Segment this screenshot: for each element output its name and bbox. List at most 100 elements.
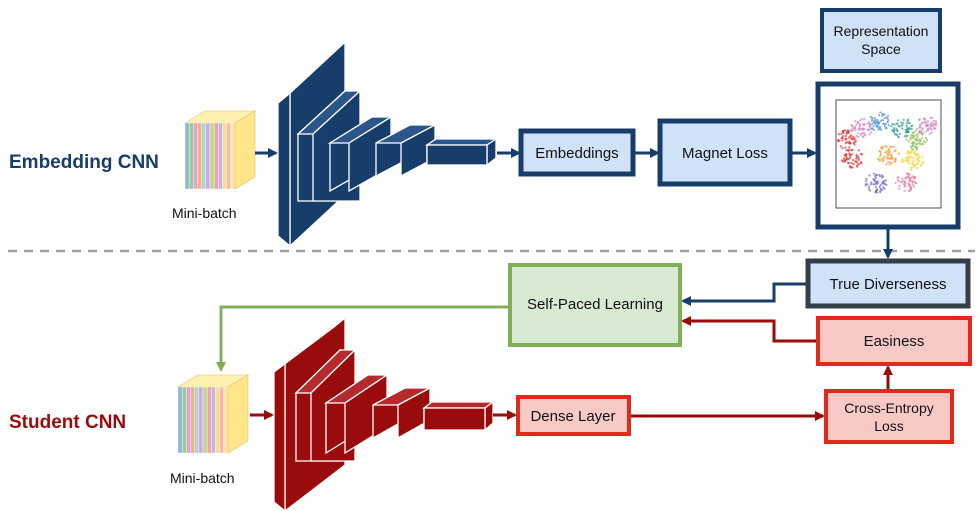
- arrow-spl-to-student-minibatch: [216, 305, 508, 372]
- scatter-point: [879, 155, 882, 158]
- scatter-point: [860, 152, 863, 155]
- scatter-point: [915, 134, 918, 137]
- scatter-point: [871, 119, 874, 122]
- scatter-point: [885, 163, 888, 166]
- scatter-point: [855, 135, 858, 138]
- minibatch-stripe: [194, 386, 200, 454]
- scatter-point: [850, 149, 854, 152]
- scatter-point: [898, 187, 901, 190]
- scatter-point: [879, 146, 883, 149]
- scatter-point: [880, 119, 883, 122]
- scatter-point: [867, 185, 871, 188]
- scatter-point: [857, 158, 860, 161]
- scatter-point: [854, 160, 857, 163]
- scatter-point: [910, 180, 913, 183]
- scatter-point: [879, 111, 882, 114]
- scatter-point: [844, 146, 847, 149]
- scatter-point: [900, 180, 904, 184]
- scatter-point: [913, 141, 916, 144]
- scatter-point: [923, 117, 926, 120]
- scatter-point: [850, 124, 853, 127]
- scatter-point: [901, 158, 904, 161]
- scatter-point: [907, 151, 911, 154]
- scatter-point: [911, 142, 914, 145]
- embedding-cnn-title: Embedding CNN: [9, 152, 159, 173]
- scatter-point: [858, 127, 861, 131]
- scatter-point: [860, 132, 863, 135]
- scatter-point: [910, 147, 914, 150]
- embeddings-box: [518, 128, 636, 177]
- scatter-point: [882, 122, 885, 125]
- scatter-point: [841, 147, 844, 150]
- scatter-point: [886, 153, 889, 156]
- scatter-point: [874, 119, 877, 122]
- minibatch-stripe: [223, 386, 229, 454]
- scatter-point: [871, 116, 874, 119]
- scatter-point: [882, 158, 885, 161]
- scatter-point: [907, 174, 911, 177]
- minibatch-side-face: [227, 374, 249, 454]
- scatter-point: [917, 162, 920, 165]
- scatter-point: [931, 121, 934, 124]
- scatter-point: [883, 125, 887, 128]
- scatter-point: [930, 131, 933, 134]
- student-cnn-title: Student CNN: [9, 412, 126, 433]
- scatter-point: [905, 122, 908, 125]
- scatter-point: [906, 152, 909, 155]
- scatter-point: [879, 128, 882, 131]
- scatter-point: [897, 124, 900, 127]
- scatter-point: [912, 152, 915, 155]
- scatter-point: [857, 149, 860, 152]
- scatter-point: [903, 181, 907, 184]
- scatter-point: [879, 125, 882, 128]
- scatter-point: [898, 132, 901, 135]
- scatter-point: [883, 117, 887, 120]
- scatter-point: [934, 124, 938, 127]
- minibatch-stripe: [226, 122, 232, 190]
- scatter-point: [908, 190, 911, 193]
- scatter-point: [879, 150, 882, 153]
- scatter-point: [916, 127, 919, 130]
- scatter-point: [921, 122, 924, 125]
- scatter-point: [919, 126, 922, 129]
- scatter-point: [911, 161, 914, 164]
- scatter-point: [895, 122, 898, 125]
- scatter-point: [860, 128, 863, 131]
- cross-entropy-label-line2: Loss: [874, 418, 904, 434]
- scatter-point: [910, 168, 913, 171]
- scatter-point: [915, 153, 918, 156]
- scatter-point: [887, 160, 890, 163]
- minibatch-stripe: [184, 122, 190, 190]
- scatter-point: [870, 131, 873, 134]
- scatter-point: [869, 183, 873, 186]
- scatter-point: [854, 120, 857, 123]
- scatter-point: [908, 156, 912, 159]
- minibatch-stripe: [202, 386, 208, 454]
- scatter-point: [897, 152, 900, 155]
- scatter-point: [893, 160, 896, 163]
- scatter-point: [864, 184, 867, 187]
- scatter-point: [869, 128, 872, 131]
- scatter-point: [878, 114, 881, 117]
- scatter-point: [901, 124, 904, 127]
- scatter-point: [921, 128, 924, 131]
- scatter-point: [915, 166, 918, 169]
- scatter-point: [883, 187, 886, 190]
- scatter-point: [897, 176, 900, 179]
- scatter-point: [872, 125, 875, 128]
- scatter-point: [906, 172, 909, 175]
- scatter-point: [890, 125, 893, 128]
- representation-space-label-line2: Space: [861, 41, 901, 57]
- scatter-point: [863, 128, 866, 131]
- arrow-true-diverseness-to-spl: [681, 282, 806, 306]
- scatter-point: [842, 157, 845, 160]
- scatter-point: [916, 136, 919, 139]
- scatter-point: [918, 138, 921, 141]
- scatter-point: [878, 185, 881, 188]
- scatter-point: [853, 138, 856, 141]
- scatter-point: [840, 132, 843, 135]
- scatter-point: [861, 135, 865, 138]
- scatter-point: [857, 157, 860, 160]
- scatter-point: [920, 164, 923, 167]
